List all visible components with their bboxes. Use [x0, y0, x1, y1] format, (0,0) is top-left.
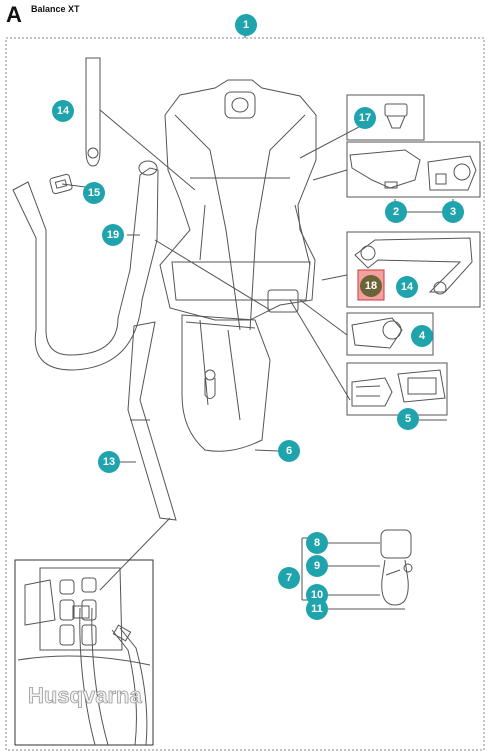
buckle-15-drawing	[49, 173, 73, 195]
bracket-3-drawing	[427, 155, 477, 191]
callout-6: 6	[278, 440, 300, 462]
box-17	[346, 94, 425, 141]
callout-17: 17	[354, 107, 376, 129]
box-2-3	[346, 141, 481, 198]
box-4	[346, 312, 434, 356]
clip-4-drawing	[351, 317, 403, 349]
hose-19-drawing	[12, 167, 159, 371]
strap-14-drawing	[85, 57, 101, 167]
callout-4: 4	[411, 325, 433, 347]
callout-15: 15	[83, 182, 105, 204]
harness-drawing	[159, 79, 317, 452]
callout-9: 9	[306, 555, 328, 577]
box-14-18	[346, 231, 481, 308]
callout-5: 5	[397, 408, 419, 430]
callout-3: 3	[442, 201, 464, 223]
buckle-5-drawing	[351, 369, 446, 407]
hook-7-drawing	[380, 529, 413, 606]
bracket-2-drawing	[349, 149, 421, 189]
husqvarna-logo: Husqvarna	[28, 683, 142, 708]
callout-14: 14	[52, 100, 74, 122]
callout-18: 18	[360, 275, 382, 297]
callout-19: 19	[102, 224, 124, 246]
buckle-17-drawing	[384, 103, 408, 129]
callout-14: 14	[396, 276, 418, 298]
product-title: Balance XT	[31, 4, 80, 14]
strap-13-drawing	[127, 321, 177, 521]
callout-13: 13	[98, 451, 120, 473]
section-letter: A	[6, 2, 22, 27]
inset-drawing	[17, 567, 151, 746]
strap-14-18-drawing	[354, 237, 473, 295]
callout-11: 11	[306, 598, 328, 620]
callout-2: 2	[385, 201, 407, 223]
callout-8: 8	[306, 532, 328, 554]
outer-frame	[5, 37, 485, 751]
callout-1: 1	[235, 14, 257, 36]
callout-7: 7	[278, 567, 300, 589]
inset-frame	[14, 559, 154, 746]
